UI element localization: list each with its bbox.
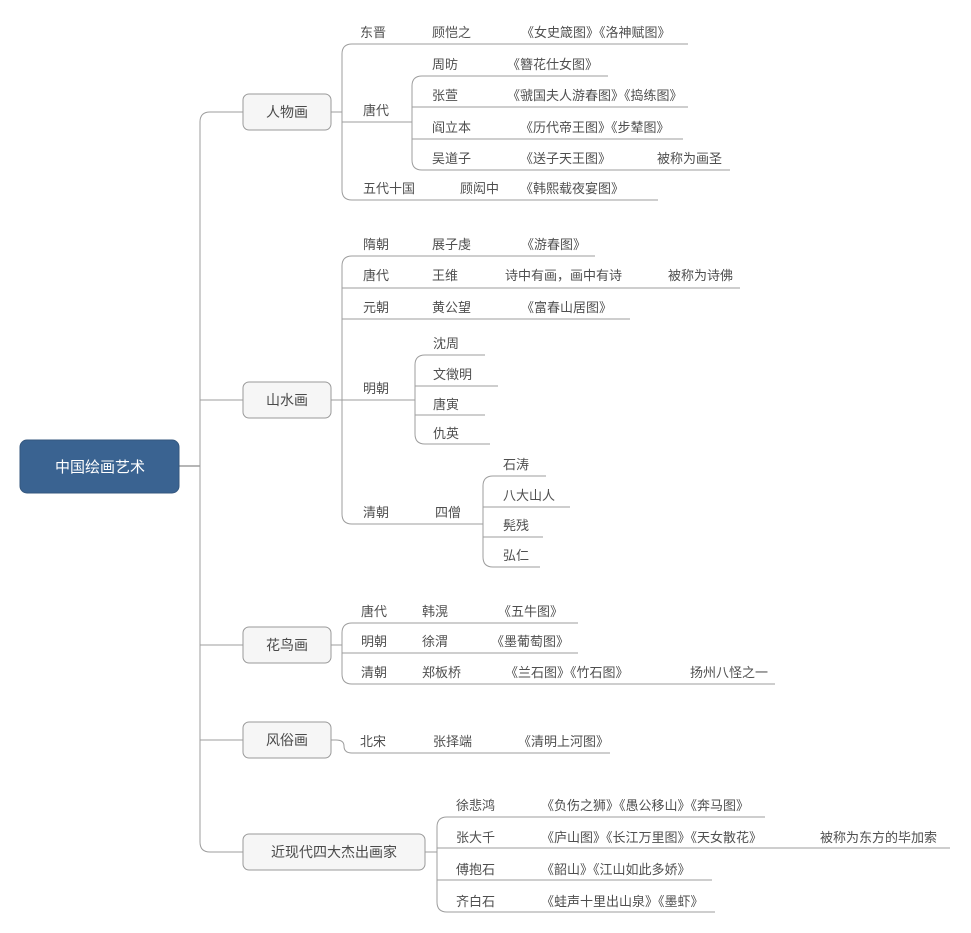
artist-label[interactable]: 王维 bbox=[432, 268, 458, 283]
era-label[interactable]: 东晋 bbox=[360, 25, 386, 40]
era-label[interactable]: 唐代 bbox=[363, 268, 389, 283]
note-label[interactable]: 被称为画圣 bbox=[657, 151, 722, 166]
branch-box[interactable] bbox=[242, 626, 332, 664]
era-label[interactable]: 清朝 bbox=[361, 665, 387, 680]
era-label[interactable]: 明朝 bbox=[363, 381, 389, 396]
era-label[interactable]: 清朝 bbox=[363, 505, 389, 520]
artist-label[interactable]: 郑板桥 bbox=[422, 665, 461, 680]
artist-label[interactable]: 徐悲鸿 bbox=[456, 798, 495, 813]
artist-label[interactable]: 仇英 bbox=[433, 426, 459, 441]
works-label[interactable]: 《五牛图》 bbox=[498, 604, 563, 619]
section-landscape-painting: 隋朝 展子虔 《游春图》 唐代 王维 诗中有画，画中有诗 被称为诗佛 元朝 黄公… bbox=[363, 237, 733, 563]
era-label[interactable]: 唐代 bbox=[363, 103, 389, 118]
works-label[interactable]: 诗中有画，画中有诗 bbox=[505, 268, 622, 283]
era-label[interactable]: 元朝 bbox=[363, 300, 389, 315]
note-label[interactable]: 被称为东方的毕加索 bbox=[820, 830, 937, 845]
artist-label[interactable]: 八大山人 bbox=[503, 488, 555, 503]
artist-label[interactable]: 韩滉 bbox=[422, 604, 448, 619]
era-label[interactable]: 隋朝 bbox=[363, 237, 389, 252]
root-node-box[interactable] bbox=[19, 439, 180, 494]
works-label[interactable]: 《虢国夫人游春图》《捣练图》 bbox=[507, 88, 683, 103]
era-label[interactable]: 唐代 bbox=[361, 604, 387, 619]
branch-label: 花鸟画 bbox=[266, 637, 308, 653]
artist-label[interactable]: 弘仁 bbox=[503, 548, 529, 563]
works-label[interactable]: 《韶山》《江山如此多娇》 bbox=[541, 862, 691, 877]
section-modern-masters: 徐悲鸿 《负伤之狮》《愚公移山》《奔马图》 张大千 《庐山图》《长江万里图》《天… bbox=[456, 798, 937, 909]
branch-box[interactable] bbox=[242, 93, 332, 131]
era-label[interactable]: 五代十国 bbox=[363, 181, 415, 196]
root-node[interactable]: 中国绘画艺术 bbox=[19, 439, 180, 494]
artist-label[interactable]: 张大千 bbox=[456, 830, 495, 845]
artist-label[interactable]: 唐寅 bbox=[433, 397, 459, 412]
works-label[interactable]: 《墨葡萄图》 bbox=[491, 634, 569, 649]
branch-label: 近现代四大杰出画家 bbox=[271, 844, 397, 860]
works-label[interactable]: 《女史箴图》《洛神赋图》 bbox=[521, 25, 671, 40]
note-label[interactable]: 扬州八怪之一 bbox=[690, 665, 768, 680]
artist-label[interactable]: 张萱 bbox=[432, 88, 458, 103]
connector-lines bbox=[179, 43, 950, 913]
root-node-label: 中国绘画艺术 bbox=[55, 459, 145, 476]
artist-label[interactable]: 阎立本 bbox=[432, 120, 471, 135]
branch-node-figure-painting[interactable]: 人物画 bbox=[242, 93, 332, 131]
note-label[interactable]: 被称为诗佛 bbox=[668, 268, 733, 283]
branch-node-genre-painting[interactable]: 风俗画 bbox=[242, 721, 332, 759]
artist-label[interactable]: 张择端 bbox=[433, 734, 472, 749]
branch-box[interactable] bbox=[242, 833, 426, 871]
section-genre-painting: 北宋 张择端 《清明上河图》 bbox=[360, 734, 609, 749]
branch-node-modern-masters[interactable]: 近现代四大杰出画家 bbox=[242, 833, 426, 871]
works-label[interactable]: 《游春图》 bbox=[521, 237, 586, 252]
works-label[interactable]: 《富春山居图》 bbox=[521, 300, 612, 315]
branch-label: 山水画 bbox=[266, 392, 308, 408]
group-label[interactable]: 四僧 bbox=[435, 505, 461, 520]
works-label[interactable]: 《蛙声十里出山泉》《墨虾》 bbox=[541, 894, 704, 909]
artist-label[interactable]: 徐渭 bbox=[422, 634, 448, 649]
artist-label[interactable]: 顾闳中 bbox=[460, 181, 499, 196]
artist-label[interactable]: 文徵明 bbox=[433, 367, 472, 382]
works-label[interactable]: 《历代帝王图》《步辇图》 bbox=[520, 120, 670, 135]
works-label[interactable]: 《兰石图》《竹石图》 bbox=[505, 665, 629, 680]
works-label[interactable]: 《送子天王图》 bbox=[520, 151, 611, 166]
artist-label[interactable]: 顾恺之 bbox=[432, 25, 471, 40]
artist-label[interactable]: 齐白石 bbox=[456, 894, 495, 909]
artist-label[interactable]: 展子虔 bbox=[432, 237, 471, 252]
works-label[interactable]: 《韩熙载夜宴图》 bbox=[520, 181, 624, 196]
artist-label[interactable]: 黄公望 bbox=[432, 300, 471, 315]
artist-label[interactable]: 傅抱石 bbox=[456, 862, 495, 877]
section-figure-painting: 东晋 顾恺之 《女史箴图》《洛神赋图》 唐代 周昉 《簪花仕女图》 张萱 《虢国… bbox=[360, 25, 722, 196]
artist-label[interactable]: 沈周 bbox=[433, 336, 459, 351]
branch-node-flower-bird-painting[interactable]: 花鸟画 bbox=[242, 626, 332, 664]
works-label[interactable]: 《清明上河图》 bbox=[518, 734, 609, 749]
branch-label: 人物画 bbox=[266, 104, 308, 120]
branch-box[interactable] bbox=[242, 721, 332, 759]
era-label[interactable]: 明朝 bbox=[361, 634, 387, 649]
works-label[interactable]: 《负伤之狮》《愚公移山》《奔马图》 bbox=[541, 798, 749, 813]
branch-node-landscape-painting[interactable]: 山水画 bbox=[242, 381, 332, 419]
artist-label[interactable]: 吴道子 bbox=[432, 151, 471, 166]
artist-label[interactable]: 石涛 bbox=[503, 457, 529, 472]
era-label[interactable]: 北宋 bbox=[360, 734, 386, 749]
section-flower-bird-painting: 唐代 韩滉 《五牛图》 明朝 徐渭 《墨葡萄图》 清朝 郑板桥 《兰石图》《竹石… bbox=[361, 604, 768, 680]
branch-box[interactable] bbox=[242, 381, 332, 419]
artist-label[interactable]: 周昉 bbox=[432, 57, 458, 72]
branch-label: 风俗画 bbox=[266, 732, 308, 748]
artist-label[interactable]: 髡残 bbox=[503, 518, 529, 533]
works-label[interactable]: 《庐山图》《长江万里图》《天女散花》 bbox=[541, 830, 762, 845]
works-label[interactable]: 《簪花仕女图》 bbox=[507, 57, 598, 72]
